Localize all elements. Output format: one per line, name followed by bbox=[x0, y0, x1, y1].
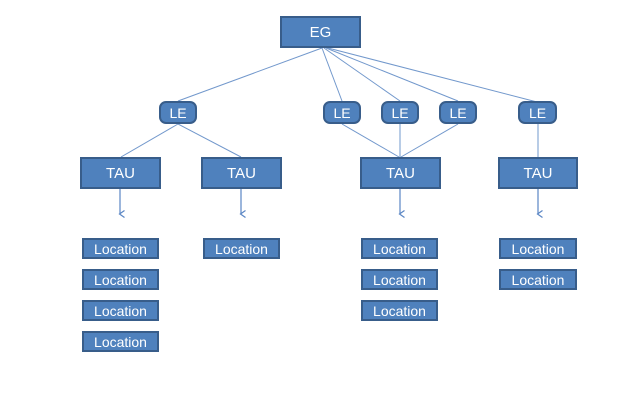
connector-eg-le1 bbox=[177, 47, 323, 102]
connector-le1-tau1 bbox=[120, 123, 179, 158]
connector-le2-tau3 bbox=[341, 123, 400, 158]
connector-eg-le5 bbox=[327, 47, 538, 103]
location-node-3-3: Location bbox=[361, 300, 438, 321]
le-node-2: LE bbox=[323, 101, 361, 124]
location-node-3-1: Location bbox=[361, 238, 438, 259]
connector-le4-tau3 bbox=[400, 123, 459, 158]
tau-node-3: TAU bbox=[360, 157, 441, 189]
connector-eg-le3 bbox=[323, 47, 401, 102]
location-node-4-1: Location bbox=[499, 238, 577, 259]
connector-le1-tau2 bbox=[177, 123, 242, 158]
location-node-1-2: Location bbox=[82, 269, 159, 290]
tau-node-2: TAU bbox=[201, 157, 282, 189]
location-node-2-1: Location bbox=[203, 238, 280, 259]
eg-node: EG bbox=[280, 16, 361, 48]
le-node-4: LE bbox=[439, 101, 477, 124]
le-node-5: LE bbox=[518, 101, 557, 124]
location-node-3-2: Location bbox=[361, 269, 438, 290]
connector-eg-le2 bbox=[321, 47, 343, 102]
tau-node-1: TAU bbox=[80, 157, 161, 189]
le-node-3: LE bbox=[381, 101, 419, 124]
location-node-1-4: Location bbox=[82, 331, 159, 352]
le-node-1: LE bbox=[159, 101, 197, 124]
location-node-1-3: Location bbox=[82, 300, 159, 321]
location-node-1-1: Location bbox=[82, 238, 159, 259]
tau-node-4: TAU bbox=[498, 157, 578, 189]
location-node-4-2: Location bbox=[499, 269, 577, 290]
connector-eg-le4 bbox=[325, 47, 459, 102]
